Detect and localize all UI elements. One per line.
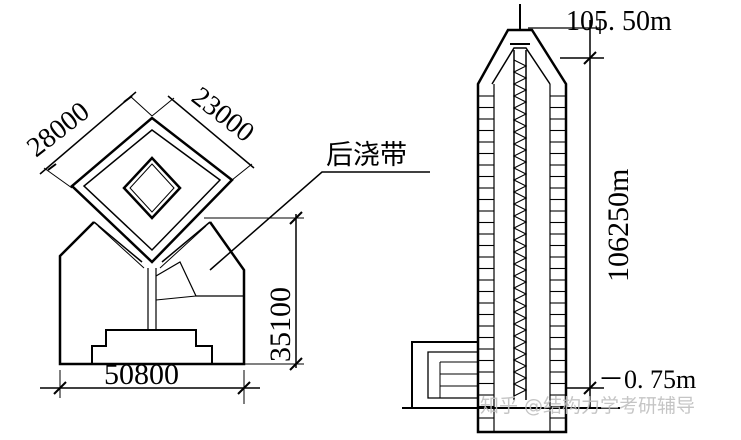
top-level-label: 105. 50m xyxy=(566,6,672,37)
core-zigzag xyxy=(512,59,528,397)
tower-crown-inner xyxy=(491,47,551,85)
tower-height-label: 106250m xyxy=(602,169,635,282)
plan-view: 28000 23000 50800 35100 后浇带 xyxy=(21,81,430,404)
plan-inner-diamond xyxy=(82,129,222,252)
plan-band-line-left xyxy=(97,225,145,269)
plan-link-left xyxy=(93,221,143,263)
dim-diag-left-label: 28000 xyxy=(21,96,95,164)
plan-stepped-base xyxy=(60,329,244,365)
bottom-level-label: －0. 75m xyxy=(598,365,696,394)
plan-band-line-right xyxy=(159,225,207,269)
core-zigzag-line xyxy=(512,59,528,397)
plan-core-inner xyxy=(129,163,175,213)
plan-band-branch xyxy=(155,261,244,297)
plan-podium-outline xyxy=(58,221,246,366)
tower-outline xyxy=(476,28,568,434)
dim-50800 xyxy=(40,370,260,404)
dim-23000 xyxy=(151,95,255,181)
watermark: 知乎 @结构力学考研辅导 xyxy=(480,395,695,417)
plan-outer-diamond xyxy=(70,116,234,264)
dim-tower-height xyxy=(528,20,604,408)
tower-floor-lines xyxy=(478,95,566,419)
plan-link-right xyxy=(161,221,211,263)
dim-28000 xyxy=(39,91,153,189)
elevation-view: 105. 50m 106250m －0. 75m xyxy=(402,4,696,434)
dim-diag-right-label: 23000 xyxy=(186,81,260,149)
dim-height-label: 35100 xyxy=(264,287,297,362)
plan-band-branch-2 xyxy=(155,295,197,301)
podium-outline xyxy=(411,341,478,408)
dim-width-label: 50800 xyxy=(104,358,179,391)
dim-35100 xyxy=(204,211,304,371)
plan-core xyxy=(122,156,182,220)
band-label: 后浇带 xyxy=(326,140,407,171)
band-label-leader xyxy=(209,171,430,271)
podium-step xyxy=(427,351,478,399)
